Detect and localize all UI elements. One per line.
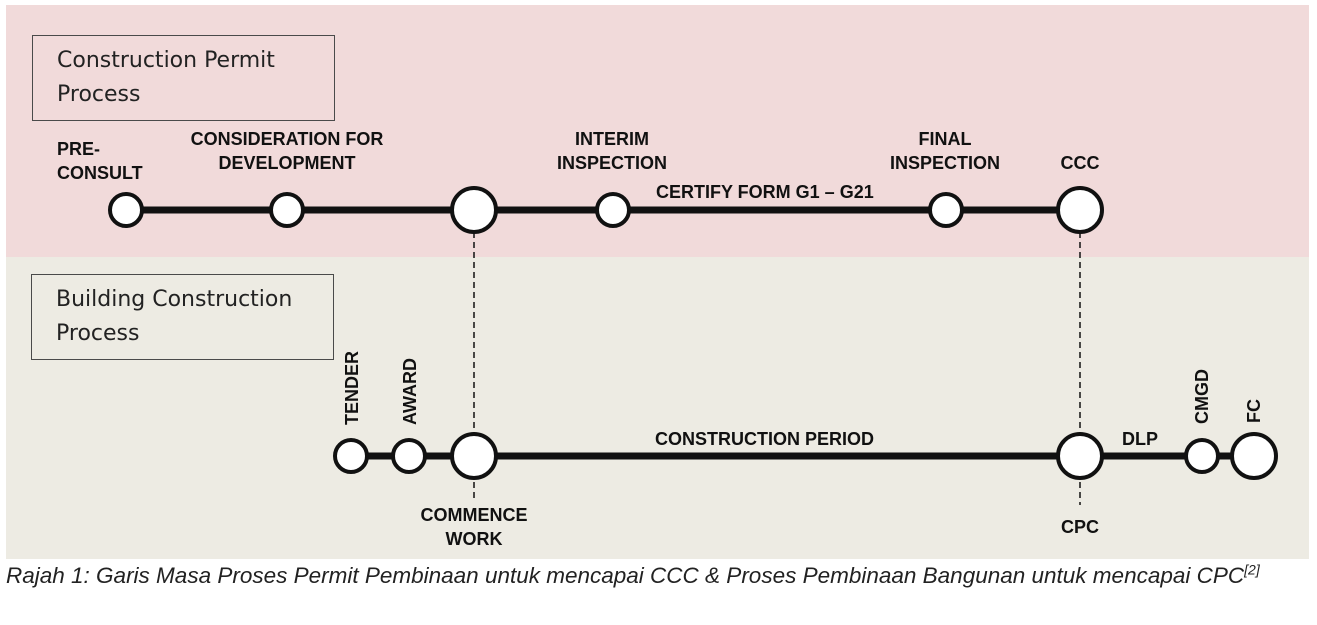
label-certify-form: CERTIFY FORM G1 – G21 xyxy=(656,182,874,202)
label-pre-consult-line2: CONSULT xyxy=(57,163,143,183)
node-commence-permit xyxy=(450,186,498,234)
label-final-line1: FINAL xyxy=(918,129,972,149)
label-tender: TENDER xyxy=(342,350,362,425)
label-consideration-line2: DEVELOPMENT xyxy=(218,153,356,173)
node-fc xyxy=(1230,432,1278,480)
label-final-inspection: FINAL INSPECTION xyxy=(874,127,1016,175)
permit-process-title-box: Construction Permit Process xyxy=(32,35,335,121)
node-tender xyxy=(333,438,369,474)
label-final-line2: INSPECTION xyxy=(889,153,1000,173)
label-fc: FC xyxy=(1244,399,1264,423)
node-interim-inspection xyxy=(595,192,631,228)
label-commence-work: COMMENCE WORK xyxy=(404,503,544,551)
label-award: AWARD xyxy=(400,358,420,425)
node-commence-work xyxy=(450,432,498,480)
construction-process-title-box: Building Construction Process xyxy=(31,274,334,360)
label-interim-line2: INSPECTION xyxy=(556,153,667,173)
label-ccc: CCC xyxy=(1060,153,1100,173)
construction-process-title-line1: Building Construction xyxy=(56,287,293,312)
construction-process-title-line2: Process xyxy=(56,321,140,346)
node-consideration xyxy=(269,192,305,228)
node-ccc xyxy=(1056,186,1104,234)
caption-reference: [2] xyxy=(1244,561,1260,578)
node-final-inspection xyxy=(928,192,964,228)
construction-process-band xyxy=(6,257,1309,559)
label-consideration-line1: CONSIDERATION FOR xyxy=(190,129,384,149)
label-pre-consult: PRE- CONSULT xyxy=(57,137,143,185)
label-commence-line2: WORK xyxy=(445,529,503,549)
node-award xyxy=(391,438,427,474)
label-commence-line1: COMMENCE xyxy=(420,505,528,525)
label-dlp: DLP xyxy=(1122,429,1158,449)
label-cmgd: CMGD xyxy=(1192,369,1212,424)
node-cmgd xyxy=(1184,438,1220,474)
node-pre-consult xyxy=(108,192,144,228)
label-pre-consult-line1: PRE- xyxy=(57,139,101,159)
label-interim-inspection: INTERIM INSPECTION xyxy=(540,127,684,175)
permit-process-title-line1: Construction Permit xyxy=(57,48,275,73)
caption-text: Rajah 1: Garis Masa Proses Permit Pembin… xyxy=(6,563,1245,588)
label-construction-period: CONSTRUCTION PERIOD xyxy=(655,429,875,449)
permit-process-title-line2: Process xyxy=(57,82,141,107)
label-consideration: CONSIDERATION FOR DEVELOPMENT xyxy=(177,127,397,175)
node-cpc xyxy=(1056,432,1104,480)
label-interim-line1: INTERIM xyxy=(575,129,649,149)
label-cpc: CPC xyxy=(1060,517,1099,537)
figure-caption: Rajah 1: Garis Masa Proses Permit Pembin… xyxy=(6,563,1311,589)
